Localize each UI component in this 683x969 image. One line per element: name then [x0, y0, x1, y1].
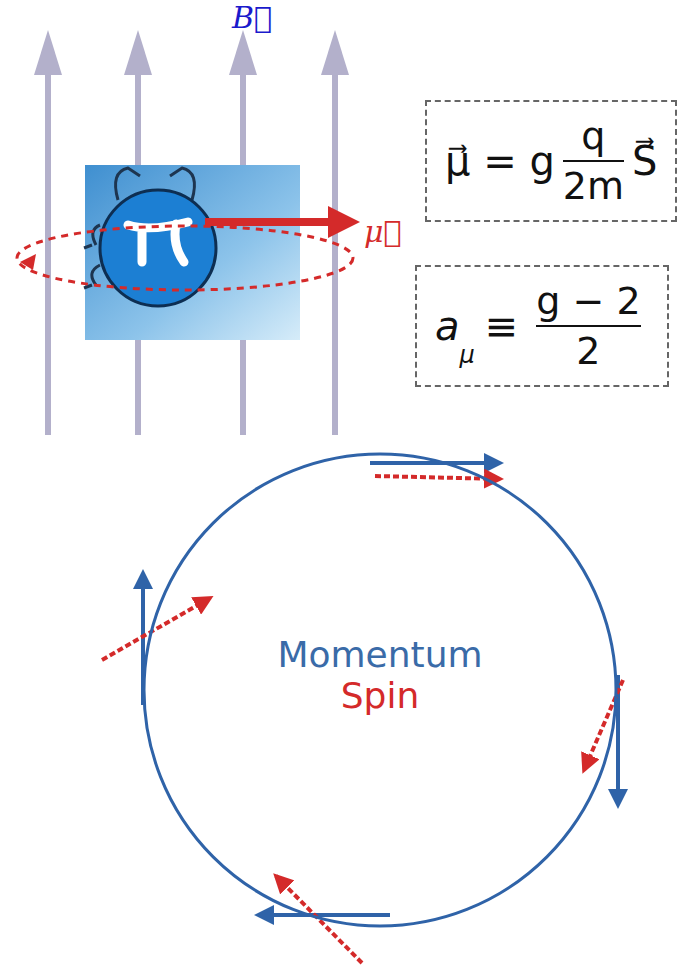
denominator: 2m [563, 164, 624, 208]
formula-box: aμ ≡ g − 2 2 [415, 265, 669, 387]
precession-path [17, 226, 353, 290]
subscript: μ [460, 341, 475, 369]
field-label: B⃗ [232, 0, 272, 35]
fraction-bar [536, 325, 640, 327]
formula-text: ≡ [485, 303, 519, 349]
precession-arrowhead [20, 254, 36, 270]
formula-box: μ⃗ = g q 2mS⃗ [425, 100, 677, 222]
fraction-bar [563, 160, 624, 162]
moment-arrow [205, 218, 332, 226]
momentum-label: Momentum [277, 634, 482, 675]
momentum-arrows [143, 463, 618, 915]
orbit [144, 454, 616, 926]
numerator: g − 2 [536, 279, 640, 323]
denominator: 2 [576, 329, 600, 373]
muon-picture [84, 165, 300, 340]
spin-label: Spin [341, 675, 420, 716]
formula-text: S⃗ [632, 138, 657, 184]
formula-symbol: a [435, 303, 460, 349]
orbit-circle: MomentumSpin [141, 451, 619, 929]
moment-arrowhead [328, 206, 360, 238]
fraction: g − 2 2 [536, 279, 640, 373]
moment-label: μ⃗ [364, 214, 402, 249]
field-lines [34, 30, 349, 435]
spin-arrows [102, 476, 623, 963]
fraction: q 2m [563, 114, 624, 208]
numerator: q [581, 114, 605, 158]
formula-text: μ⃗ = g [445, 138, 555, 184]
